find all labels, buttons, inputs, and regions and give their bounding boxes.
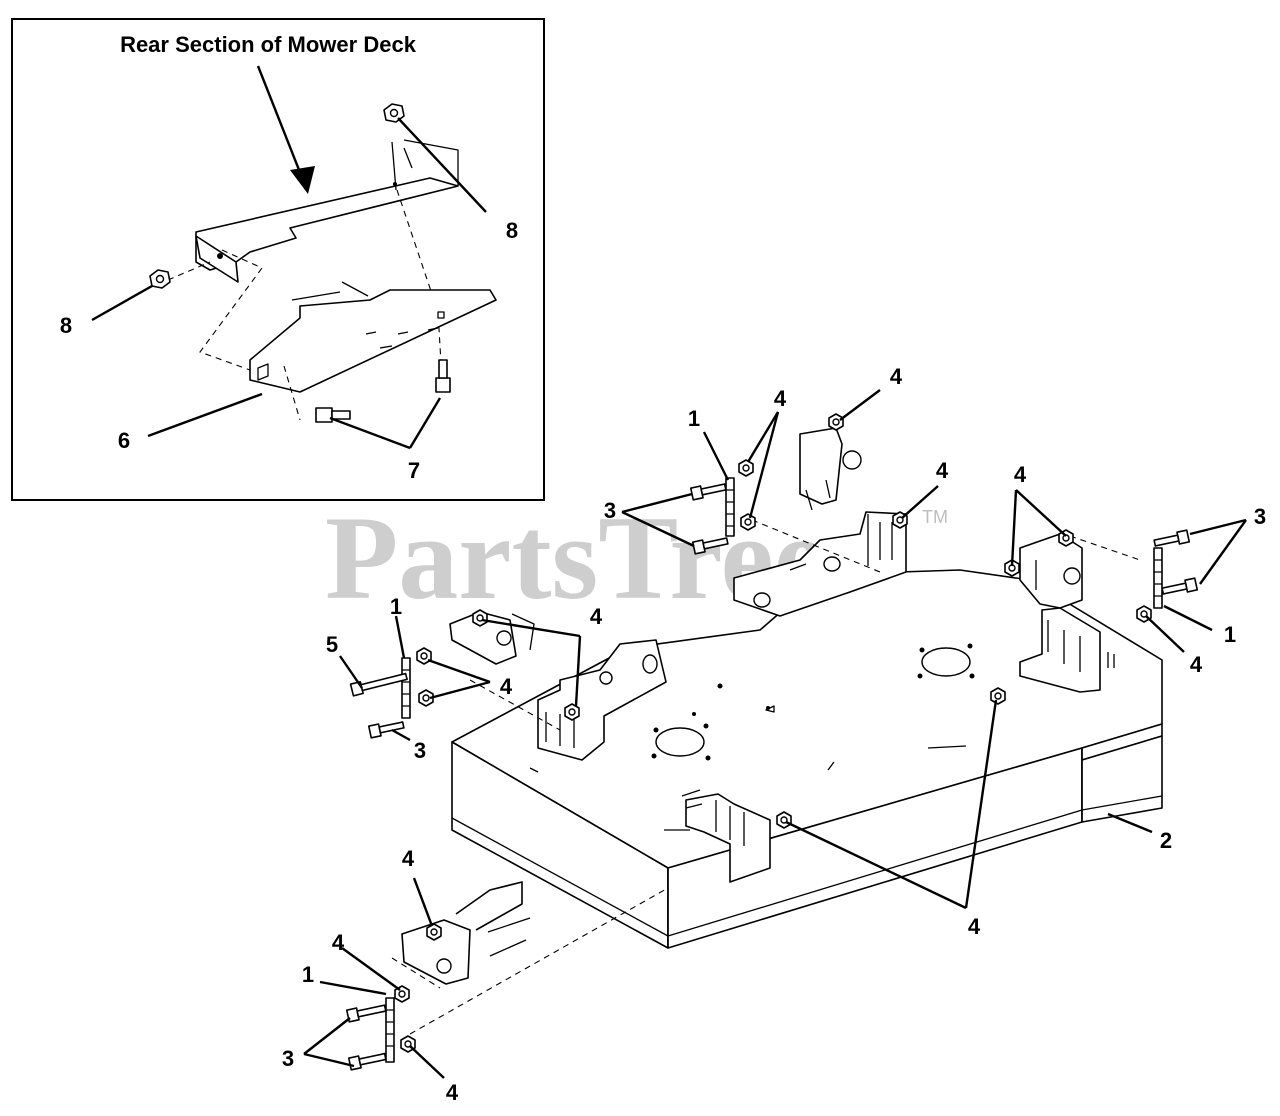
chain-right xyxy=(1153,547,1163,609)
watermark-trademark: TM xyxy=(922,507,948,527)
callout-1-right: 1 xyxy=(1224,622,1236,647)
hitch-assembly-right xyxy=(1019,533,1141,609)
callout-4-rear-a: 4 xyxy=(774,386,787,411)
inset-pointer-arrowhead xyxy=(290,166,315,194)
callout-3-right: 3 xyxy=(1254,504,1266,529)
callout-2: 2 xyxy=(1160,828,1172,853)
inset-pointer-arrow-line xyxy=(256,65,305,181)
hitch-assembly-front xyxy=(391,881,669,1035)
hitch-assembly-left xyxy=(449,611,561,731)
callout-6: 6 xyxy=(118,428,130,453)
callout-7: 7 xyxy=(408,458,420,483)
chain-rear xyxy=(725,477,735,537)
bolt-7-vertical xyxy=(435,359,451,393)
callout-8-left: 8 xyxy=(60,313,72,338)
callout-4-left-b: 4 xyxy=(500,674,513,699)
chain-front xyxy=(385,997,395,1063)
callout-3-front: 3 xyxy=(282,1046,294,1071)
callout-3-rear: 3 xyxy=(604,498,616,523)
leader-lines xyxy=(303,389,1247,1079)
callout-labels: 1 4 4 4 3 4 3 1 4 1 5 4 4 3 2 4 4 4 1 3 … xyxy=(282,364,1266,1105)
upper-rear-bracket xyxy=(167,139,459,381)
callout-1-rear: 1 xyxy=(688,406,700,431)
bolts xyxy=(345,483,1199,1071)
callout-4-right-a: 4 xyxy=(1014,462,1027,487)
inset-title: Rear Section of Mower Deck xyxy=(120,32,417,57)
callout-4-front-c: 4 xyxy=(446,1080,459,1105)
callout-4-rear-b: 4 xyxy=(890,364,903,389)
callout-4-front-b: 4 xyxy=(332,930,345,955)
nuts xyxy=(394,413,1152,1053)
deck-bracket-left xyxy=(537,639,667,761)
inset-frame xyxy=(11,18,545,501)
spindle-hole-right xyxy=(921,647,971,677)
callout-8-top: 8 xyxy=(506,218,518,243)
hex-nut-8-top xyxy=(383,103,405,123)
callout-5: 5 xyxy=(326,632,338,657)
bolt-7-horizontal xyxy=(315,407,351,423)
chain-left xyxy=(401,657,411,719)
callout-4-deck: 4 xyxy=(968,914,981,939)
deck-bracket-rear-right xyxy=(1019,607,1115,693)
lower-deck-section xyxy=(249,281,497,421)
hex-nut-8-left xyxy=(149,269,171,289)
deck-bracket-front xyxy=(681,789,771,883)
callout-4-rear-c: 4 xyxy=(936,458,949,483)
hitch-assembly-rear xyxy=(751,427,881,573)
callout-4-left-a: 4 xyxy=(590,604,603,629)
callout-4-right-b: 4 xyxy=(1190,652,1203,677)
mower-deck xyxy=(451,569,1163,949)
spindle-hole-left xyxy=(655,727,705,757)
callout-4-front-a: 4 xyxy=(402,846,415,871)
callout-3-left: 3 xyxy=(414,738,426,763)
callout-1-left: 1 xyxy=(390,594,402,619)
callout-1-front: 1 xyxy=(302,962,314,987)
rear-section-inset: Rear Section of Mower Deck xyxy=(11,18,545,501)
